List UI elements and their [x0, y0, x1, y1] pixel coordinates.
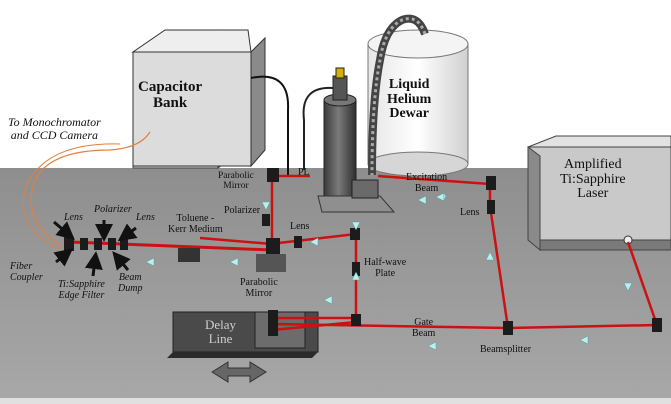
mount-delay-retro — [268, 310, 278, 336]
label-amplified-laser: Amplified Ti:Sapphire Laser — [560, 157, 626, 202]
delay-line-arrow — [211, 361, 267, 383]
label-polarizer-left: Polarizer — [94, 204, 132, 216]
text-edge-filter: Ti:Sapphire Edge Filter — [58, 279, 105, 301]
text-liquid-helium-dewar: Liquid Helium Dewar — [387, 77, 432, 122]
text-toluene: Toluene - Kerr Medium — [168, 213, 223, 235]
mount-laser-turn — [652, 318, 662, 332]
text-polarizer-mid: Polarizer — [224, 205, 261, 216]
fiber-cable — [30, 131, 151, 247]
mount-edge-filter — [94, 238, 102, 250]
label-beam-dump: Beam Dump — [118, 272, 143, 294]
label-parabolic-mirror-top: Parabolic Mirror — [218, 171, 254, 192]
capacitor-bank — [131, 29, 266, 169]
optical-table — [0, 168, 671, 404]
kerr-cell — [178, 248, 200, 262]
mount-lens-mid2 — [294, 236, 302, 248]
beam-direction-arrows — [145, 192, 633, 351]
label-toluene: Toluene - Kerr Medium — [168, 213, 223, 235]
label-fiber-coupler: Fiber Coupler — [10, 261, 43, 283]
mount-half-wave — [352, 262, 360, 276]
text-beam-dump: Beam Dump — [118, 272, 143, 294]
label-lens-right: Lens — [460, 207, 480, 219]
mount-delay-return — [351, 314, 361, 326]
parabolic-base — [256, 254, 286, 272]
label-edge-filter: Ti:Sapphire Edge Filter — [58, 279, 105, 301]
mount-excitation — [486, 176, 496, 190]
cryostat — [302, 67, 396, 213]
label-to-monochromator: To Monochromator and CCD Camera — [8, 116, 101, 141]
mirror-mount-top — [267, 168, 279, 182]
pointer-arrows — [53, 220, 138, 277]
text-lens-right: Lens — [460, 207, 480, 218]
text-gate-beam: Gate Beam — [412, 317, 436, 339]
text-half-wave-plate: Half-wave Plate — [364, 257, 407, 279]
mount-lens-left2 — [120, 238, 128, 250]
mount-fiber-coupler — [64, 237, 74, 251]
text-pl: PL — [298, 167, 310, 178]
amplified-laser — [527, 135, 671, 252]
optical-table-edge — [0, 398, 671, 404]
text-beamsplitter: Beamsplitter — [480, 344, 532, 355]
label-parabolic-mirror-bottom: Parabolic Mirror — [240, 277, 278, 299]
label-lens-left2: Lens — [136, 212, 155, 224]
label-excitation-beam: Excitation Beam — [406, 172, 448, 194]
text-amplified-laser: Amplified Ti:Sapphire Laser — [560, 157, 626, 202]
mount-lens-left — [80, 238, 88, 250]
text-to-monochromator: To Monochromator and CCD Camera — [8, 115, 101, 142]
text-fiber-coupler: Fiber Coupler — [10, 261, 43, 283]
mount-polarizer-left — [108, 238, 116, 250]
mirror-mount-bottom — [266, 238, 280, 256]
label-lens-mid: Lens — [290, 221, 310, 233]
mount-polarizer-mid — [262, 214, 270, 226]
optical-mounts — [64, 168, 662, 336]
liquid-helium-dewar — [367, 29, 469, 177]
mount-beamsplitter — [503, 321, 513, 335]
label-beamsplitter: Beamsplitter — [480, 344, 532, 356]
text-parabolic-mirror-bottom: Parabolic Mirror — [240, 277, 278, 299]
text-lens-left2: Lens — [136, 212, 155, 223]
label-pl: PL — [298, 167, 310, 179]
mount-lens-mid — [350, 228, 360, 240]
label-lens-left: Lens — [64, 212, 83, 224]
label-polarizer-mid: Polarizer — [224, 205, 261, 217]
text-excitation-beam: Excitation Beam — [406, 172, 448, 194]
delay-line-stage — [167, 311, 319, 358]
label-capacitor-bank: Capacitor Bank — [138, 79, 203, 112]
text-lens-mid: Lens — [290, 221, 310, 232]
text-capacitor-bank: Capacitor Bank — [138, 79, 203, 111]
label-half-wave-plate: Half-wave Plate — [364, 257, 407, 279]
mount-lens-right — [487, 200, 495, 214]
text-lens-left: Lens — [64, 212, 83, 223]
text-delay-line: Delay Line — [205, 317, 237, 346]
capacitor-cable — [250, 75, 290, 175]
text-parabolic-mirror-top: Parabolic Mirror — [218, 171, 254, 191]
label-delay-line: Delay Line — [205, 318, 236, 345]
label-gate-beam: Gate Beam — [412, 317, 436, 339]
label-liquid-helium-dewar: Liquid Helium Dewar — [387, 77, 432, 122]
text-polarizer-left: Polarizer — [94, 204, 132, 215]
